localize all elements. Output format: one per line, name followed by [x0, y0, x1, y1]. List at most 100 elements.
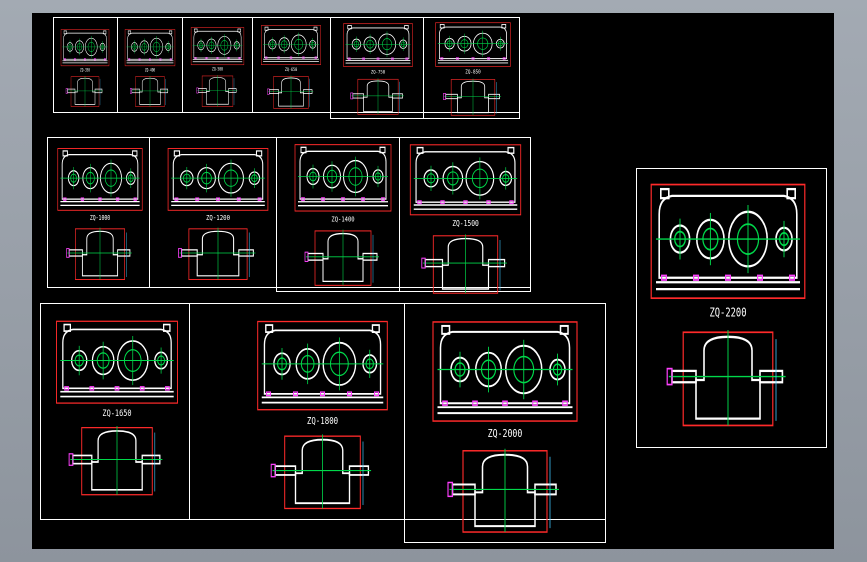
bolt-mark	[347, 57, 351, 60]
bolt-mark	[341, 197, 345, 201]
side-housing	[441, 237, 490, 290]
gearbox-drawing-zq-850[interactable]: ZQ-850	[434, 21, 512, 117]
side-housing	[363, 80, 393, 113]
gearbox-drawing-zq-350[interactable]: ZQ-350	[60, 28, 110, 108]
gearbox-drawing-zq-400[interactable]: ZQ-400	[124, 28, 176, 108]
gearbox-drawing-zq-750[interactable]: ZQ-750	[342, 22, 414, 116]
gearbox-drawing-zq-1400[interactable]: ZQ-1400	[293, 142, 393, 288]
bolt-mark	[216, 197, 220, 201]
sheet-divider	[117, 17, 118, 113]
sheet-divider	[182, 17, 183, 113]
dimension-frame	[56, 320, 178, 404]
gearbox-drawing-zq-650[interactable]: ZQ-650	[260, 24, 322, 110]
sheet-frame	[636, 168, 827, 448]
dimension-frame	[60, 29, 110, 67]
dimension-frame	[261, 25, 321, 65]
bolt-mark	[265, 391, 272, 397]
bolt-mark	[265, 56, 268, 59]
bolt-mark	[80, 197, 85, 201]
lifting-lug	[379, 146, 386, 154]
lifting-lug	[501, 24, 507, 29]
lifting-lug	[265, 324, 274, 333]
bolt-mark	[236, 197, 241, 201]
gearbox-drawing-zq-1500[interactable]: ZQ-1500	[408, 142, 523, 296]
gearbox-drawing-zq-1000[interactable]: ZQ-1000	[56, 146, 144, 282]
coupling-mark	[421, 257, 426, 269]
bolt-mark	[63, 197, 67, 201]
gearbox-drawing-zq-1200[interactable]: ZQ-1200	[166, 146, 270, 282]
dimension-frame	[435, 22, 511, 67]
housing-outline	[172, 154, 264, 200]
housing-outline	[264, 29, 318, 59]
bolt-mark	[94, 58, 96, 61]
coupling-mark	[65, 88, 68, 94]
bolt-mark	[376, 57, 380, 60]
drawing-label: ZQ-2200	[709, 305, 746, 320]
bolt-mark	[361, 197, 365, 201]
bolt-mark	[502, 400, 508, 406]
lifting-lug	[127, 30, 132, 35]
bolt-mark	[509, 200, 514, 205]
coupling-mark	[68, 453, 74, 466]
lifting-lug	[439, 24, 445, 29]
sheet-divider	[252, 17, 253, 113]
lifting-lug	[313, 26, 318, 31]
housing-outline	[658, 194, 798, 279]
bolt-mark	[89, 386, 95, 391]
sheet-frame	[330, 17, 520, 119]
drawing-label: ZQ-1000	[90, 216, 111, 223]
bolt-mark	[257, 197, 262, 201]
bolt-mark	[277, 56, 280, 59]
coupling-mark	[304, 251, 309, 262]
bolt-mark	[104, 58, 106, 61]
drawing-label: ZQ-500	[212, 67, 223, 72]
bolt-mark	[661, 274, 667, 281]
sheet-divider	[423, 17, 424, 119]
bolt-mark	[314, 56, 317, 59]
bolt-mark	[301, 197, 305, 201]
drawing-label: ZQ-400	[145, 68, 155, 73]
housing-outline	[439, 330, 571, 405]
bolt-mark	[84, 58, 86, 61]
bolt-mark	[216, 57, 219, 60]
housing-outline	[127, 32, 173, 60]
housing-outline	[299, 150, 387, 200]
lifting-lug	[255, 150, 263, 157]
bolt-mark	[463, 200, 468, 205]
coupling-mark	[178, 248, 182, 258]
side-housing	[196, 230, 240, 277]
lifting-lug	[786, 187, 796, 200]
lifting-lug	[162, 323, 171, 332]
sheet-frame	[276, 137, 531, 292]
bolt-mark	[440, 57, 444, 60]
bolt-mark	[362, 57, 365, 60]
side-housing	[74, 77, 96, 105]
coupling-mark	[350, 92, 354, 100]
bolt-mark	[174, 197, 179, 201]
bolt-mark	[472, 400, 478, 406]
lifting-lug	[168, 30, 173, 35]
coupling-mark	[666, 367, 673, 386]
coupling-mark	[447, 481, 454, 498]
lifting-lug	[441, 324, 451, 335]
bolt-mark	[289, 56, 293, 59]
bolt-mark	[98, 197, 102, 201]
dimension-frame	[167, 148, 269, 211]
gearbox-drawing-zq-2200[interactable]: ZQ-2200	[648, 180, 808, 430]
bolt-mark	[169, 58, 172, 61]
bolt-mark	[455, 57, 459, 60]
coupling-mark	[443, 93, 446, 100]
coupling-mark	[130, 88, 132, 94]
gearbox-drawing-zq-2000[interactable]: ZQ-2000	[430, 318, 580, 536]
gearbox-drawing-zq-500[interactable]: ZQ-500	[190, 26, 245, 108]
housing-outline	[439, 26, 507, 59]
bolt-mark	[64, 58, 66, 61]
side-housing	[139, 77, 161, 105]
housing-outline	[193, 30, 242, 59]
gearbox-drawing-zq-1800[interactable]: ZQ-1800	[255, 318, 390, 512]
dimension-frame	[343, 23, 413, 67]
gearbox-drawing-zq-1650[interactable]: ZQ-1650	[54, 318, 180, 498]
bolt-mark	[319, 391, 326, 397]
bolt-mark	[487, 57, 491, 60]
